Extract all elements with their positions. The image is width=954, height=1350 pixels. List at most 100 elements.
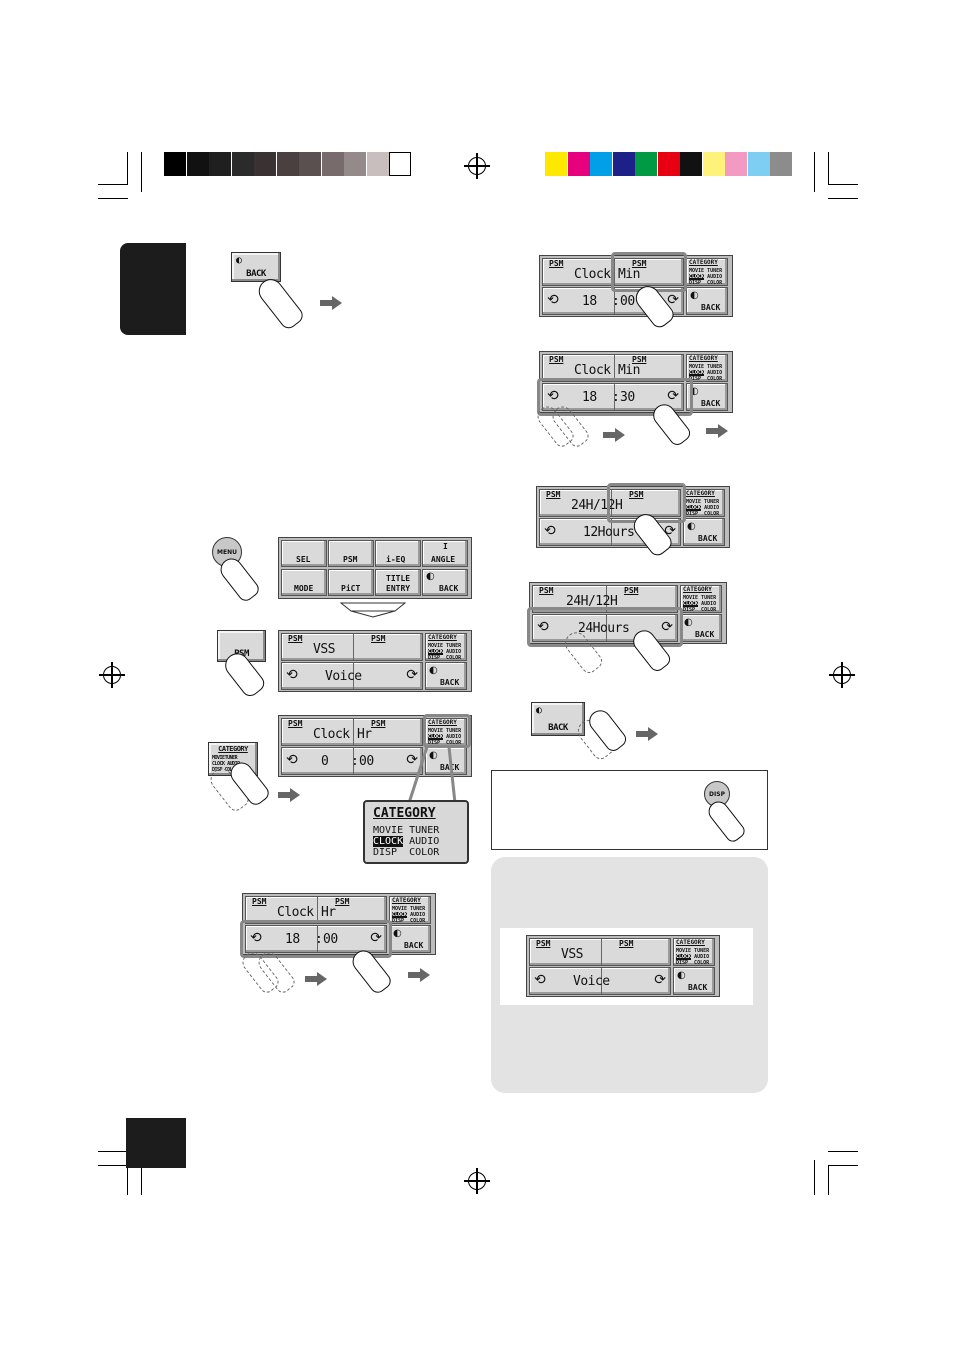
back-button[interactable]: ◐BACK bbox=[422, 569, 468, 596]
sel-button[interactable]: SEL bbox=[281, 540, 327, 567]
psm-right-label: PSM bbox=[624, 586, 639, 595]
left-adjust-icon[interactable]: ⟲ bbox=[544, 523, 556, 539]
psm-value-row[interactable]: ⟲ ⟳ 18:00 bbox=[245, 925, 387, 953]
psm-menu-button[interactable]: PSM bbox=[328, 540, 374, 567]
registration-mark bbox=[464, 153, 490, 179]
psm-right-label: PSM bbox=[371, 634, 386, 643]
back-button[interactable]: ◐ BACK bbox=[683, 518, 725, 546]
setting-title: Clock Hr bbox=[277, 905, 336, 920]
disp-button[interactable]: DISP bbox=[704, 781, 730, 807]
psm-top-row[interactable]: PSM PSM Clock Min bbox=[542, 354, 684, 382]
psm-right-label: PSM bbox=[632, 259, 647, 268]
highlight-frame bbox=[537, 378, 693, 416]
left-adjust-icon[interactable]: ⟲ bbox=[250, 930, 262, 946]
category-disp[interactable]: DISP bbox=[373, 847, 398, 858]
category-clock[interactable]: CLOCK bbox=[373, 836, 404, 847]
psm-top-row[interactable]: PSM PSM VSS bbox=[281, 633, 423, 661]
left-adjust-icon[interactable]: ⟲ bbox=[534, 972, 546, 988]
back-button[interactable]: ◐ BACK bbox=[531, 702, 585, 736]
crop-mark bbox=[98, 184, 128, 185]
back-button[interactable]: ◐ BACK bbox=[231, 252, 281, 282]
right-adjust-icon[interactable]: ⟳ bbox=[406, 752, 418, 768]
cell-divider bbox=[611, 490, 612, 516]
page-number-box bbox=[126, 1118, 186, 1168]
right-adjust-icon[interactable]: ⟳ bbox=[664, 523, 676, 539]
crop-mark bbox=[98, 1151, 128, 1152]
setting-value: 24Hours bbox=[578, 621, 630, 636]
ieq-button[interactable]: i-EQ bbox=[375, 540, 421, 567]
clock-minute: 00 bbox=[620, 294, 635, 309]
right-adjust-icon[interactable]: ⟳ bbox=[667, 292, 679, 308]
setting-title: VSS bbox=[313, 642, 335, 657]
back-button[interactable]: ◐ BACK bbox=[686, 287, 728, 315]
back-button[interactable]: ◐ BACK bbox=[425, 662, 467, 690]
gray-swatch bbox=[344, 152, 366, 176]
back-label: BACK bbox=[439, 584, 459, 593]
psm-top-row[interactable]: PSM PSM 24H/12H bbox=[539, 489, 681, 517]
color-swatch bbox=[590, 152, 612, 176]
category-tuner[interactable]: TUNER bbox=[409, 825, 440, 836]
finger-icon bbox=[704, 797, 748, 845]
left-adjust-icon[interactable]: ⟲ bbox=[547, 388, 559, 404]
category-audio[interactable]: AUDIO bbox=[409, 836, 440, 847]
color-swatch bbox=[725, 152, 747, 176]
category-label: CATEGORY bbox=[392, 897, 421, 904]
cell-divider bbox=[353, 634, 354, 660]
mode-button[interactable]: MODE bbox=[281, 569, 327, 596]
crop-mark bbox=[814, 152, 815, 192]
back-button[interactable]: ◐ BACK bbox=[425, 747, 467, 775]
psm-top-row[interactable]: PSM PSM Clock Hr bbox=[281, 718, 423, 746]
right-adjust-icon[interactable]: ⟳ bbox=[654, 972, 666, 988]
back-icon: ◐ bbox=[536, 705, 542, 716]
clock-minute: 00 bbox=[323, 932, 338, 947]
category-movie[interactable]: MOVIE bbox=[373, 825, 404, 836]
pict-button[interactable]: PiCT bbox=[328, 569, 374, 596]
back-label: BACK bbox=[698, 534, 718, 543]
cell-divider bbox=[601, 939, 602, 965]
highlight-frame bbox=[423, 714, 471, 748]
right-adjust-icon[interactable]: ⟳ bbox=[370, 930, 382, 946]
psm-value-row[interactable]: ⟲ ⟳ Voice bbox=[529, 967, 671, 995]
arrow-icon bbox=[305, 972, 327, 986]
cell-divider bbox=[353, 663, 354, 689]
back-icon: ◐ bbox=[690, 290, 699, 301]
disp-note-box: DISP bbox=[491, 770, 768, 850]
right-adjust-icon[interactable]: ⟳ bbox=[667, 388, 679, 404]
psm-value-row[interactable]: ⟲ ⟳ Voice bbox=[281, 662, 423, 690]
right-adjust-icon[interactable]: ⟳ bbox=[661, 619, 673, 635]
psm-value-row[interactable]: ⟲ ⟳ 0:00 bbox=[281, 747, 423, 775]
left-adjust-icon[interactable]: ⟲ bbox=[286, 752, 298, 768]
category-label: CATEGORY bbox=[689, 355, 718, 362]
back-button[interactable]: ◐ BACK bbox=[389, 925, 431, 953]
left-adjust-icon[interactable]: ⟲ bbox=[286, 667, 298, 683]
color-swatch bbox=[612, 152, 635, 176]
category-color[interactable]: COLOR bbox=[409, 847, 440, 858]
left-adjust-icon[interactable]: ⟲ bbox=[547, 292, 559, 308]
back-button[interactable]: ◐ BACK bbox=[680, 614, 722, 642]
cell-divider bbox=[353, 719, 354, 745]
psm-right-label: PSM bbox=[371, 719, 386, 728]
psm-top-row[interactable]: PSM PSM VSS bbox=[529, 938, 671, 966]
angle-icon-label: I bbox=[443, 542, 448, 551]
back-button[interactable]: ◐ BACK bbox=[686, 383, 728, 411]
category-label: CATEGORY bbox=[428, 719, 457, 726]
right-adjust-icon[interactable]: ⟳ bbox=[406, 667, 418, 683]
back-button[interactable]: ◐ BACK bbox=[673, 967, 715, 995]
psm-top-row[interactable]: PSM PSM Clock Hr bbox=[245, 896, 387, 924]
setting-value: 12Hours bbox=[583, 525, 635, 540]
color-swatch bbox=[770, 152, 792, 176]
finger-icon bbox=[216, 554, 262, 604]
back-label: BACK bbox=[695, 630, 715, 639]
left-adjust-icon[interactable]: ⟲ bbox=[537, 619, 549, 635]
